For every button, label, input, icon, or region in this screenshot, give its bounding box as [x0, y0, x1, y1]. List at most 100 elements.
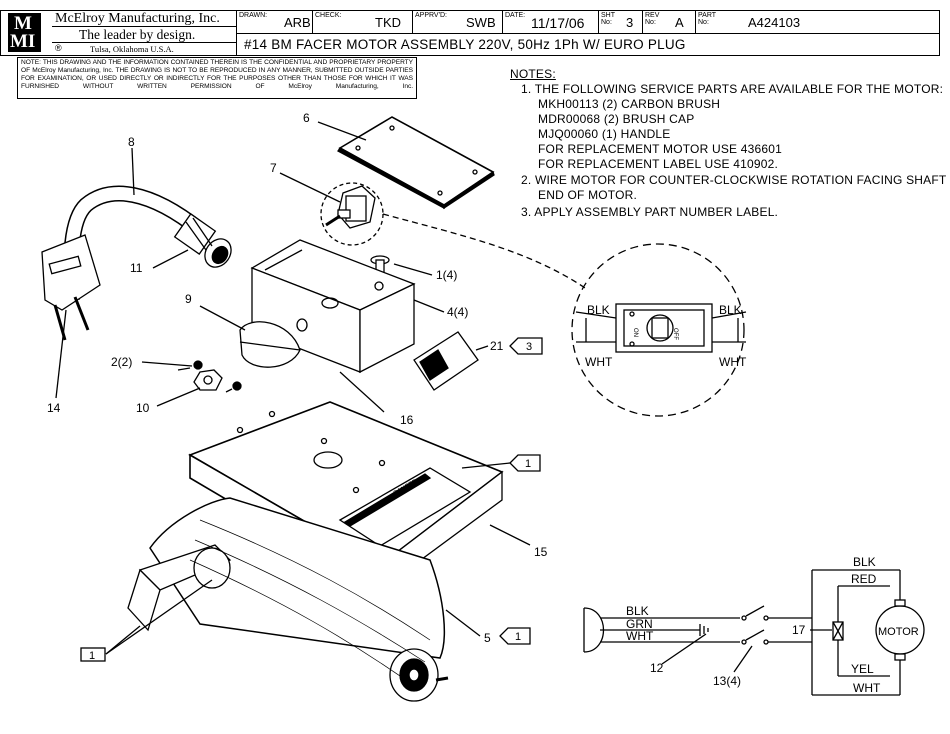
leader-1-a — [105, 579, 213, 655]
schematic-yel: YEL — [851, 662, 874, 676]
date-value: 11/17/06 — [531, 15, 585, 31]
check-value: TKD — [375, 15, 401, 30]
date-label: DATE: — [505, 12, 526, 19]
flag-1-plate-text: 1 — [525, 458, 531, 470]
title-row-divider — [236, 33, 940, 34]
rev-value: A — [675, 15, 684, 30]
motor-body — [127, 497, 449, 702]
company-logo: M MI — [8, 13, 41, 52]
detail-dashed-link — [382, 213, 589, 291]
sheet-label: SHT No: — [601, 12, 615, 26]
drawing-title: #14 BM FACER MOTOR ASSEMBLY 220V, 50Hz 1… — [244, 37, 686, 52]
flag-3: 3 — [509, 337, 543, 355]
flag-3-text: 3 — [526, 341, 532, 353]
leader-10 — [156, 387, 201, 407]
callout-7: 7 — [270, 161, 277, 175]
leader-12 — [661, 633, 707, 665]
motor-label — [413, 331, 479, 391]
callout-17: 17 — [792, 623, 806, 637]
leader-11 — [152, 249, 189, 269]
col-div-1 — [312, 10, 313, 33]
check-label: CHECK: — [315, 12, 342, 19]
leader-1-4 — [393, 263, 433, 276]
col-div-5 — [642, 10, 643, 33]
flag-1-motor: 1 — [499, 627, 531, 645]
col-div-4 — [598, 10, 599, 33]
sheet-value: 3 — [626, 15, 634, 30]
detail-wht-left: WHT — [585, 355, 613, 369]
euro-plug — [41, 234, 101, 341]
leader-15 — [489, 524, 531, 546]
schematic-grn-in: GRN — [626, 617, 653, 631]
leader-16 — [339, 371, 385, 413]
detail-on: ON — [632, 328, 638, 337]
confidential-note: NOTE: THIS DRAWING AND THE INFORMATION C… — [17, 57, 417, 99]
callout-14: 14 — [47, 401, 61, 415]
flag-1-base-text: 1 — [89, 650, 95, 662]
cord-gland-nut — [173, 213, 232, 268]
clamp-part — [193, 369, 223, 391]
callout-16: 16 — [400, 413, 414, 427]
leader-9 — [199, 305, 246, 331]
schematic-wht-bot: WHT — [853, 681, 881, 695]
callout-6: 6 — [303, 111, 310, 125]
note-line-2: MKH00113 (2) CARBON BRUSH — [538, 97, 721, 111]
switch-part — [320, 182, 384, 246]
leader-21 — [475, 345, 489, 351]
detail-wht-right: WHT — [719, 355, 747, 369]
leader-4-4 — [413, 299, 445, 313]
leader-14 — [55, 309, 67, 399]
callout-13-4: 13(4) — [713, 674, 741, 688]
leader-6 — [317, 121, 367, 141]
drawn-label: DRAWN: — [239, 12, 268, 19]
schematic-wht-in: WHT — [626, 629, 654, 643]
switch-detail — [571, 243, 747, 417]
note-line-6: FOR REPLACEMENT LABEL USE 410902. — [538, 157, 779, 171]
schematic-blk-in: BLK — [626, 604, 649, 618]
drawn-value: ARB — [284, 15, 311, 30]
wiring-schematic — [583, 569, 925, 696]
callout-5: 5 — [484, 631, 491, 645]
part-value: A424103 — [748, 15, 801, 30]
note-line-8: END OF MOTOR. — [538, 188, 638, 202]
approved-value: SWB — [466, 15, 496, 30]
part-label: PART No: — [698, 12, 716, 26]
callout-9: 9 — [185, 292, 192, 306]
detail-off: OFF — [672, 328, 678, 340]
note-line-5: FOR REPLACEMENT MOTOR USE 436601 — [538, 142, 783, 156]
note-line-7: 2. WIRE MOTOR FOR COUNTER-CLOCKWISE ROTA… — [521, 173, 947, 187]
flag-1-base: 1 — [80, 647, 106, 662]
cover-plate — [337, 116, 495, 210]
callout-21: 21 — [490, 339, 504, 353]
flag-1-motor-text: 1 — [515, 631, 521, 643]
callout-8: 8 — [128, 135, 135, 149]
schematic-red: RED — [851, 572, 877, 586]
leader-1-b — [105, 625, 141, 655]
flag-1-plate-leader — [461, 462, 511, 469]
registered-mark: ® — [55, 43, 62, 53]
callout-10: 10 — [136, 401, 150, 415]
bracket-part — [239, 321, 301, 368]
flag-1-plate: 1 — [509, 454, 541, 472]
company-tagline: The leader by design. — [79, 27, 196, 42]
company-location: Tulsa, Oklahoma U.S.A. — [90, 44, 174, 54]
schematic-motor: MOTOR — [878, 626, 919, 638]
col-div-6 — [695, 10, 696, 33]
callout-4-4: 4(4) — [447, 305, 468, 319]
rev-label: REV No: — [645, 12, 660, 26]
approved-label: APPRV'D: — [415, 12, 447, 19]
callout-2-2: 2(2) — [111, 355, 132, 369]
callout-1-4: 1(4) — [436, 268, 457, 282]
leader-13 — [733, 645, 753, 673]
col-div-2 — [412, 10, 413, 33]
small-screws — [177, 360, 242, 393]
leader-8 — [131, 147, 135, 196]
tagline-rule — [52, 26, 236, 27]
logo-letter-bottom: MI — [10, 31, 36, 52]
callout-11: 11 — [130, 261, 143, 275]
switch-box — [250, 239, 416, 374]
note-line-9: 3. APPLY ASSEMBLY PART NUMBER LABEL. — [521, 205, 779, 219]
callout-12: 12 — [650, 661, 664, 675]
